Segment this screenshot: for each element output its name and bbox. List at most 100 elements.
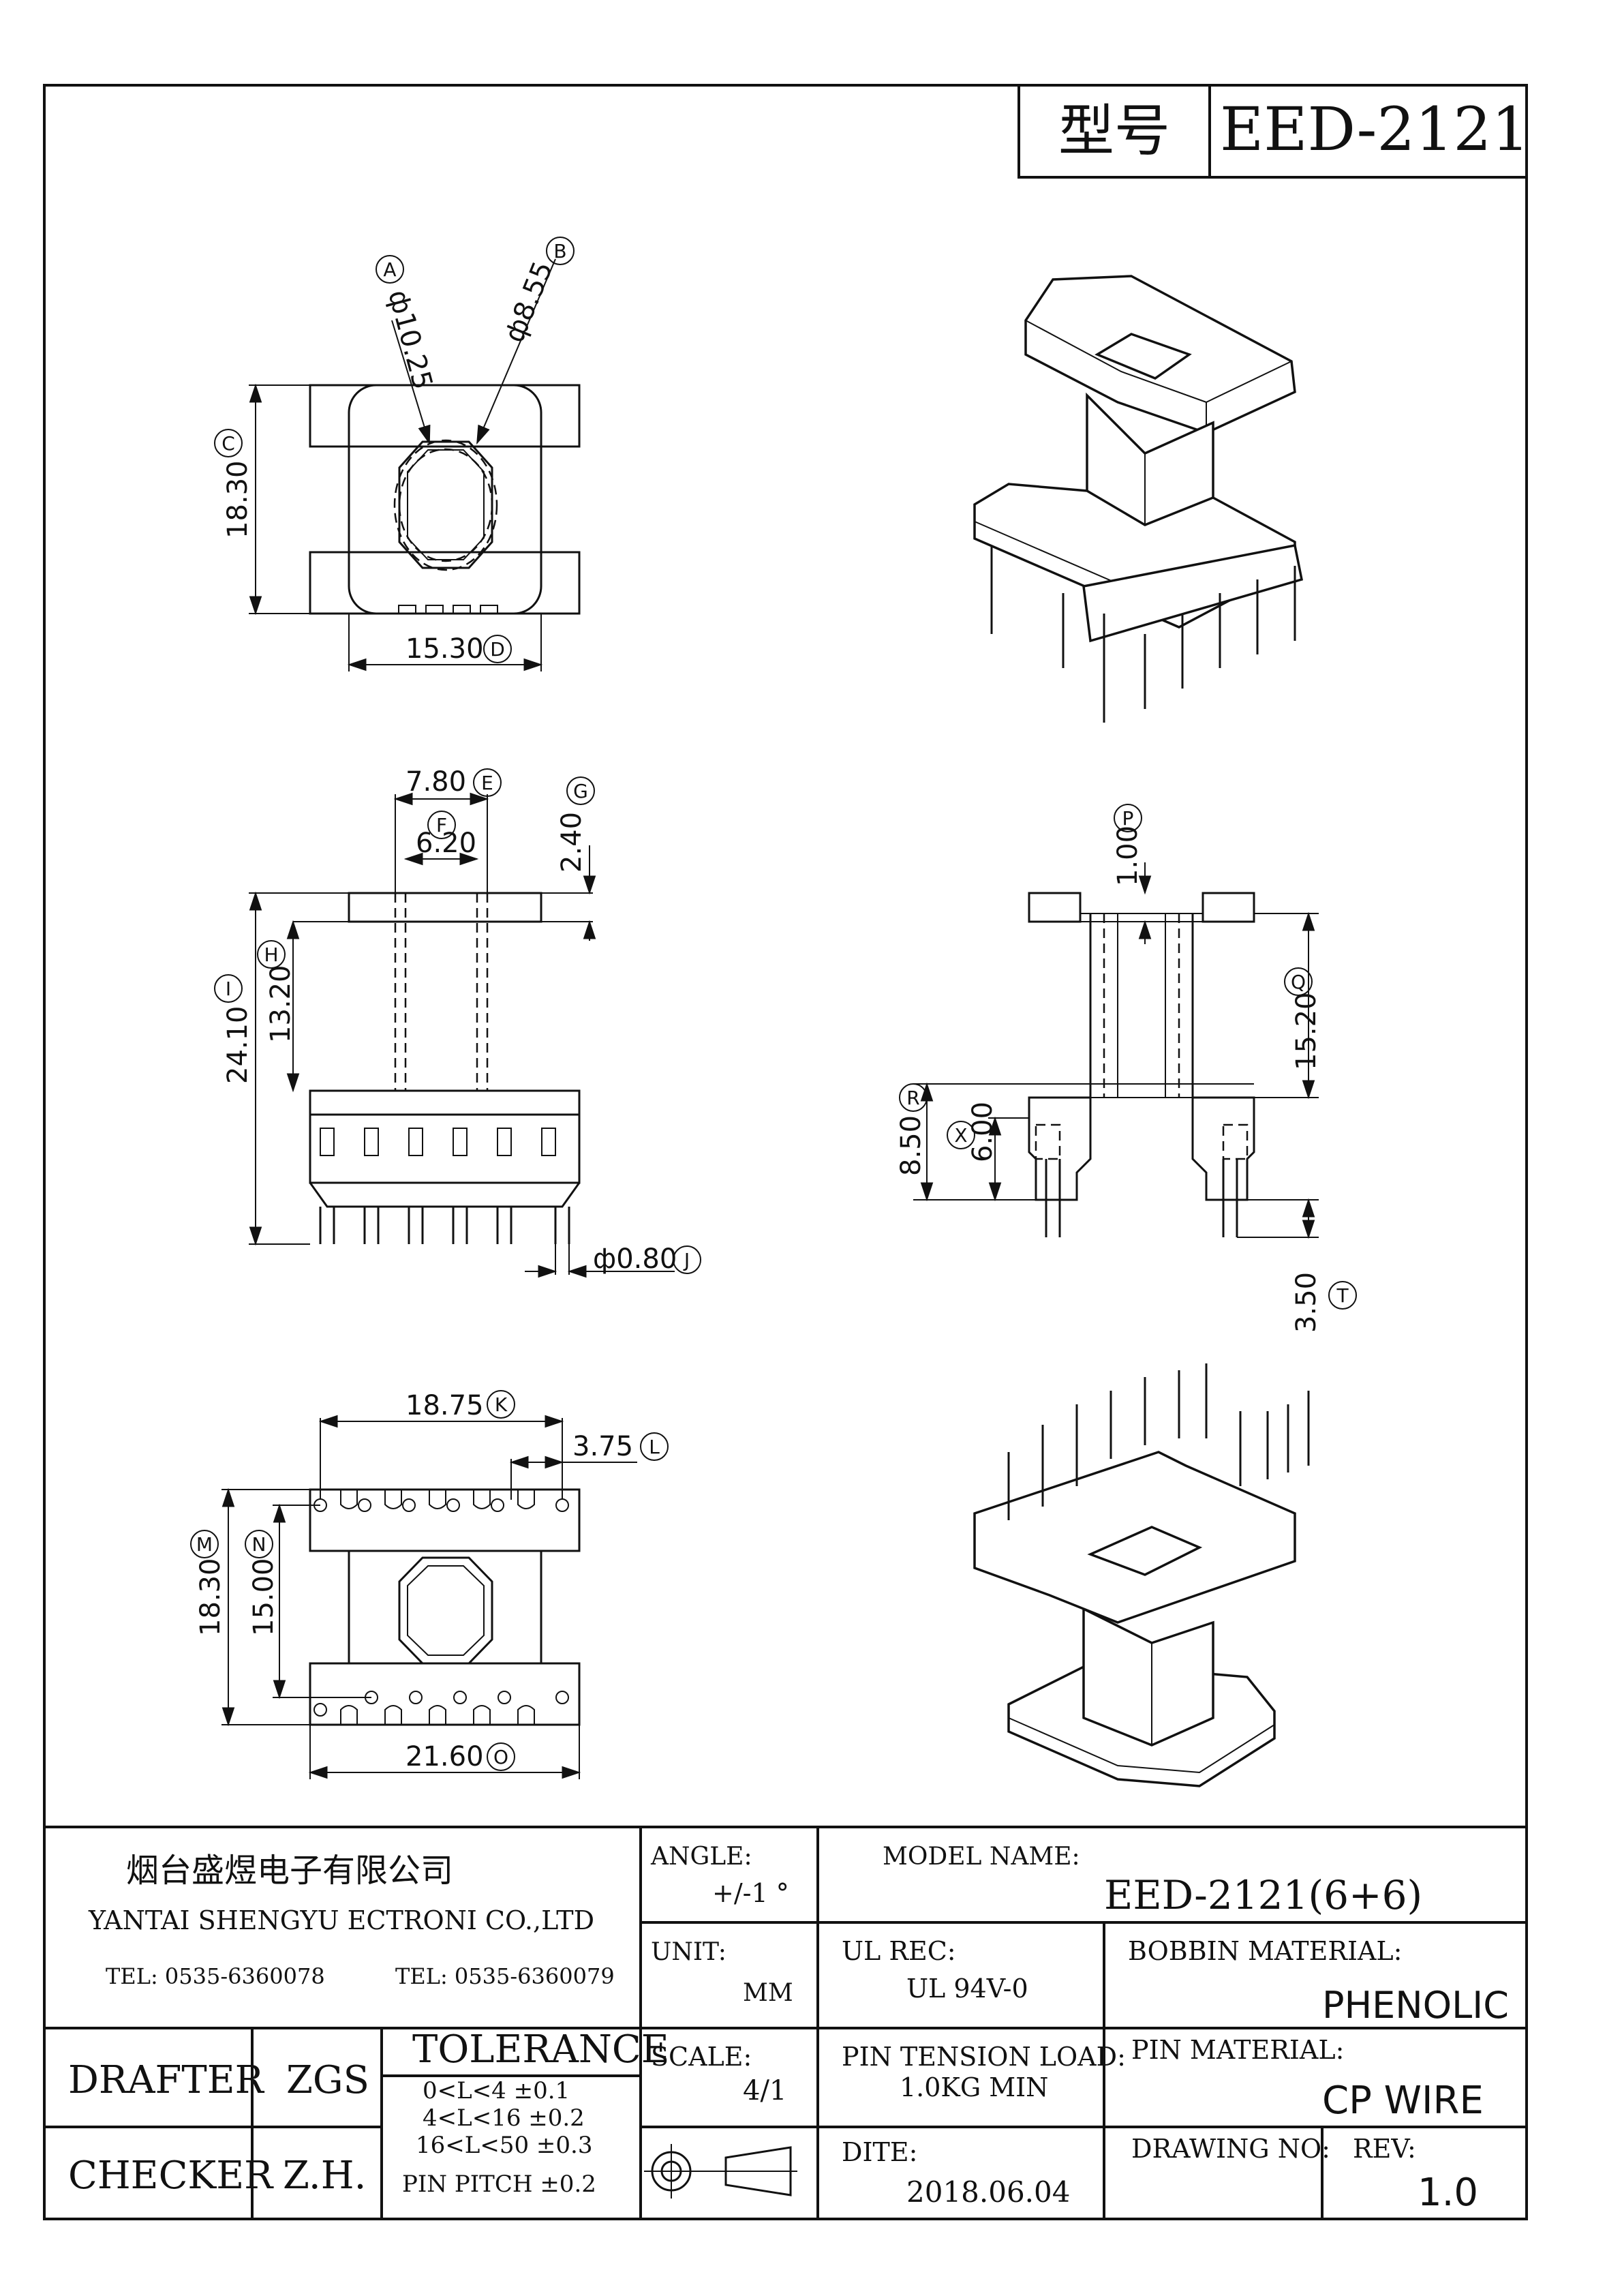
unit-label: UNIT:	[651, 1938, 726, 1966]
dim-I-value: 24.10	[222, 1006, 254, 1084]
svg-text:B: B	[553, 240, 566, 262]
sheet-border	[43, 84, 1528, 2220]
svg-text:Q: Q	[1291, 971, 1306, 993]
tag-M: M	[190, 1530, 219, 1558]
rev-label: REV:	[1353, 2134, 1416, 2164]
tolerance-row-2: 4<L<16 ±0.2	[423, 2104, 585, 2132]
angle-value: +/-1 °	[712, 1878, 789, 1908]
tag-C: C	[214, 429, 243, 457]
svg-text:X: X	[954, 1124, 967, 1147]
front-view	[249, 792, 675, 1278]
svg-text:L: L	[649, 1436, 660, 1458]
company-name-cn: 烟台盛煜电子有限公司	[126, 1852, 453, 1890]
dim-R-value: 8.50	[896, 1115, 927, 1176]
dim-E-value: 7.80	[406, 766, 466, 798]
tag-G: G	[566, 776, 595, 805]
scale-label: SCALE:	[651, 2042, 752, 2072]
ul-rec-label: UL REC:	[842, 1936, 956, 1966]
drafter-label: DRAFTER	[68, 2058, 265, 2102]
model-value: EED-2121	[1220, 94, 1529, 164]
date-label: DITE:	[842, 2137, 917, 2167]
dim-A-value: ф10.25	[382, 287, 438, 393]
svg-text:T: T	[1336, 1284, 1349, 1307]
unit-value: MM	[743, 1979, 793, 2007]
pin-material-label: PIN MATERIAL:	[1131, 2035, 1344, 2065]
pin-material-value: CP WIRE	[1322, 2079, 1484, 2123]
dim-Q-value: 15.20	[1291, 992, 1322, 1070]
checker-label: CHECKER	[68, 2154, 274, 2198]
bobbin-material-label: BOBBIN MATERIAL:	[1128, 1936, 1402, 1966]
model-title-box: 型号 EED-2121	[1017, 84, 1529, 179]
svg-text:M: M	[196, 1533, 213, 1556]
tag-F: F	[427, 811, 456, 839]
title-block	[44, 1826, 1527, 2219]
tag-N: N	[245, 1530, 273, 1558]
company-tel-1: TEL: 0535-6360078	[106, 1963, 325, 1989]
tolerance-title: TOLERANCE	[412, 2027, 669, 2072]
pin-tension-value: 1.0KG MIN	[900, 2072, 1048, 2102]
tag-P: P	[1114, 804, 1142, 832]
dim-O-value: 21.60	[406, 1741, 484, 1772]
tag-K: K	[487, 1390, 515, 1419]
dim-J-value: ф0.80	[593, 1243, 677, 1275]
angle-label: ANGLE:	[650, 1843, 752, 1871]
dim-N-value: 15.00	[248, 1558, 279, 1636]
svg-text:E: E	[481, 772, 493, 794]
dim-F-value: 6.20	[416, 828, 476, 859]
tag-L: L	[640, 1432, 669, 1461]
svg-text:K: K	[495, 1393, 508, 1416]
svg-text:G: G	[573, 780, 588, 802]
side-view	[913, 862, 1319, 1239]
tolerance-pin-pitch: PIN PITCH ±0.2	[402, 2171, 596, 2198]
svg-text:A: A	[383, 258, 396, 281]
bobbin-material-value: PHENOLIC	[1322, 1984, 1509, 2027]
tag-E: E	[473, 768, 502, 797]
tag-A: A	[376, 255, 404, 284]
tag-Q: Q	[1284, 967, 1313, 996]
checker-value: Z.H.	[283, 2154, 366, 2198]
isometric-view-lower	[973, 1363, 1310, 1787]
dim-G-value: 2.40	[556, 812, 587, 873]
model-label: 型号	[1058, 99, 1170, 164]
company-tel-2: TEL: 0535-6360079	[395, 1963, 615, 1989]
svg-text:J: J	[683, 1249, 690, 1271]
dim-C-value: 18.30	[222, 460, 254, 539]
svg-text:R: R	[906, 1087, 919, 1109]
tag-J: J	[673, 1245, 701, 1274]
svg-text:C: C	[221, 432, 235, 455]
svg-text:P: P	[1122, 807, 1134, 830]
tolerance-row-1: 0<L<4 ±0.1	[423, 2077, 570, 2104]
dim-K-value: 18.75	[406, 1390, 484, 1421]
rev-value: 1.0	[1418, 2171, 1478, 2215]
dim-T-value: 3.50	[1291, 1272, 1322, 1333]
svg-text:D: D	[490, 638, 505, 661]
tag-X: X	[947, 1121, 975, 1149]
dim-P-value: 1.00	[1112, 826, 1144, 886]
tag-O: O	[487, 1742, 515, 1771]
model-name-label: MODEL NAME:	[883, 1843, 1080, 1871]
dim-H-value: 13.20	[265, 965, 296, 1043]
tag-R: R	[899, 1083, 928, 1112]
drafter-value: ZGS	[286, 2058, 369, 2102]
dim-D-value: 15.30	[406, 633, 484, 665]
tag-D: D	[483, 635, 512, 663]
projection-symbol-icon	[644, 2144, 797, 2199]
company-name-en: YANTAI SHENGYU ECTRONI CO.,LTD	[88, 1905, 594, 1935]
dim-B-value: ф8.55	[499, 257, 560, 347]
drawing-no-label: DRAWING NO:	[1131, 2134, 1330, 2164]
date-value: 2018.06.04	[906, 2175, 1070, 2209]
dim-X-value: 6.00	[967, 1102, 998, 1162]
bottom-view	[221, 1415, 637, 1779]
svg-text:F: F	[436, 814, 447, 836]
tag-I: I	[214, 974, 243, 1003]
svg-text:H: H	[264, 943, 278, 966]
isometric-view-upper	[973, 275, 1304, 723]
top-view	[249, 258, 581, 671]
dim-L-value: 3.75	[572, 1431, 633, 1462]
pin-tension-label: PIN TENSION LOAD:	[842, 2042, 1126, 2072]
scale-value: 4/1	[743, 2075, 786, 2106]
tag-T: T	[1328, 1281, 1357, 1310]
tag-B: B	[546, 237, 575, 265]
ul-rec-value: UL 94V-0	[906, 1974, 1028, 2004]
